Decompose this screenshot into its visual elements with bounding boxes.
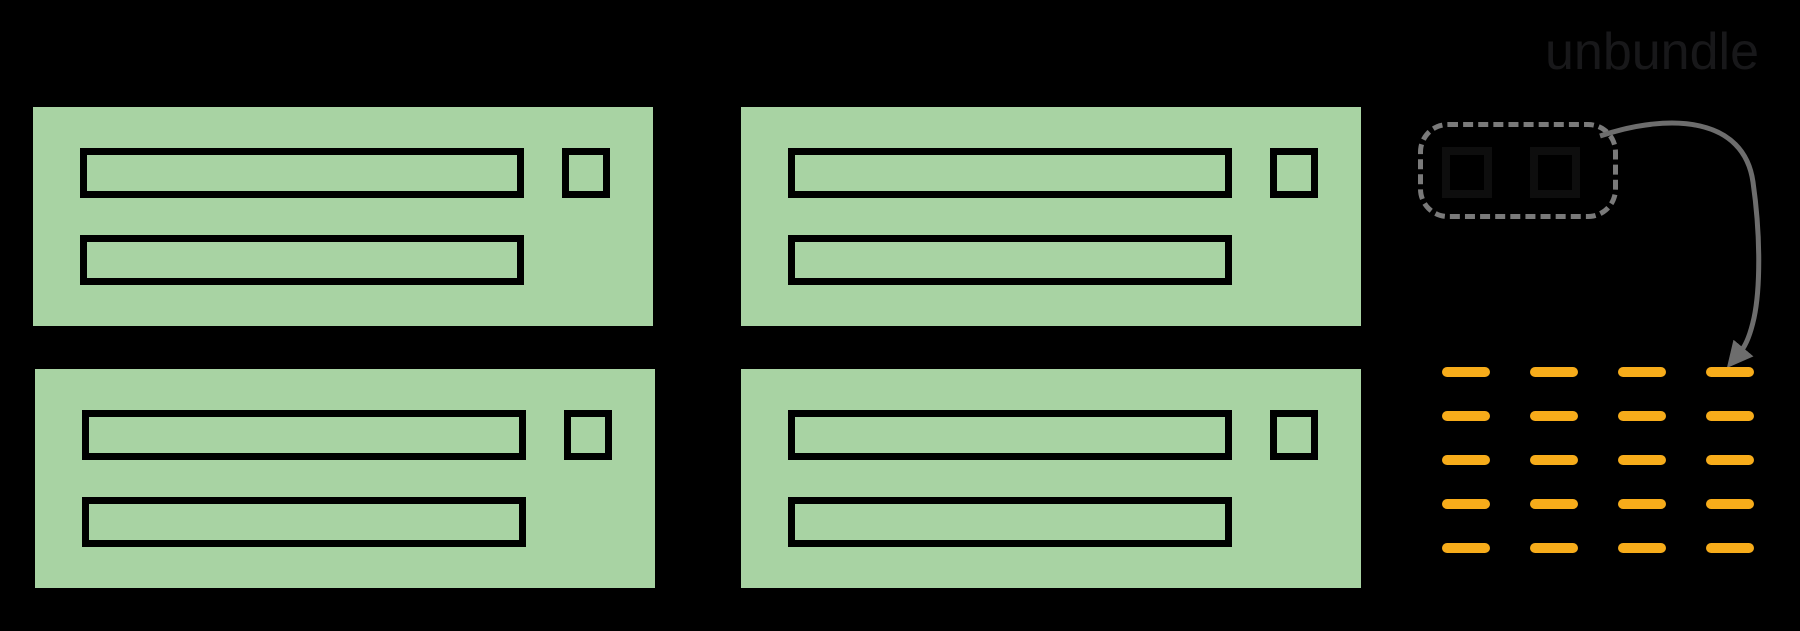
- token-dash: [1442, 543, 1490, 553]
- record-card-bottom-right: [741, 369, 1361, 588]
- token-square: [1530, 147, 1580, 198]
- token-dash: [1530, 455, 1578, 465]
- field-bar: [80, 235, 524, 285]
- checkbox-square: [562, 148, 610, 198]
- field-bar: [80, 148, 524, 198]
- token-dash: [1706, 411, 1754, 421]
- token-dash: [1618, 499, 1666, 509]
- token-dash: [1530, 499, 1578, 509]
- unbundle-label: unbundle: [1545, 23, 1759, 81]
- token-dash: [1706, 455, 1754, 465]
- token-dash: [1706, 499, 1754, 509]
- token-dash: [1530, 543, 1578, 553]
- token-dash: [1530, 411, 1578, 421]
- checkbox-square: [1270, 410, 1318, 460]
- token-dash: [1530, 367, 1578, 377]
- record-card-bottom-left: [35, 369, 655, 588]
- token-square: [1442, 147, 1492, 198]
- token-dash: [1442, 455, 1490, 465]
- token-dash: [1706, 367, 1754, 377]
- field-bar: [788, 235, 1232, 285]
- token-dash: [1442, 411, 1490, 421]
- token-dash: [1706, 543, 1754, 553]
- bundle-group: [1418, 122, 1618, 219]
- field-bar: [788, 497, 1232, 547]
- record-card-top-left: [33, 107, 653, 326]
- field-bar: [788, 410, 1232, 460]
- field-bar: [82, 410, 526, 460]
- checkbox-square: [1270, 148, 1318, 198]
- token-dash: [1618, 455, 1666, 465]
- token-dash: [1618, 543, 1666, 553]
- token-dash: [1442, 367, 1490, 377]
- unbundle-arrow-path: [1599, 120, 1762, 368]
- token-dash: [1618, 367, 1666, 377]
- token-dash: [1618, 411, 1666, 421]
- checkbox-square: [564, 410, 612, 460]
- field-bar: [82, 497, 526, 547]
- token-dash: [1442, 499, 1490, 509]
- field-bar: [788, 148, 1232, 198]
- record-card-top-right: [741, 107, 1361, 326]
